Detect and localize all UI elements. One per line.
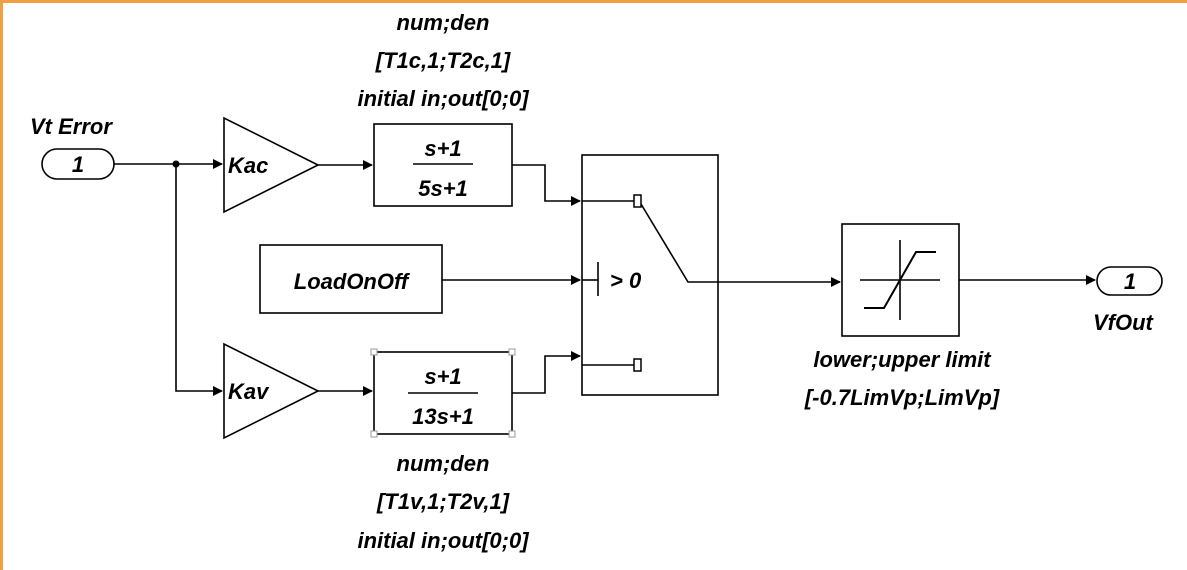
transfer-fcn-ac-block[interactable]: s+1 5s+1 — [373, 123, 513, 207]
tf-ac-parameters: num;den [T1c,1;T2c,1] initial in;out[0;0… — [357, 10, 529, 111]
switch-block[interactable]: > 0 — [581, 154, 719, 396]
transfer-fcn-av-block[interactable]: s+1 13s+1 — [370, 348, 516, 438]
gain-kav-block[interactable]: Kav — [223, 342, 320, 440]
saturation-parameters: lower;upper limit [-0.7LimVp;LimVp] — [804, 347, 1000, 410]
inport-number: 1 — [72, 152, 84, 177]
tf-av-denominator: 13s+1 — [412, 404, 474, 429]
inport-label: Vt Error — [30, 114, 113, 139]
tf-av-param-line: num;den — [397, 451, 490, 476]
outport-label: VfOut — [1093, 310, 1155, 335]
tf-ac-param-line: [T1c,1;T2c,1] — [375, 48, 511, 73]
outport-block[interactable]: 1 — [1096, 266, 1163, 296]
saturation-param-line: lower;upper limit — [813, 347, 992, 372]
inport-block[interactable]: 1 — [41, 148, 115, 180]
outport-number: 1 — [1124, 269, 1136, 294]
gain-kav-label: Kav — [228, 379, 270, 404]
tf-ac-param-line: initial in;out[0;0] — [357, 86, 529, 111]
saturation-param-line: [-0.7LimVp;LimVp] — [804, 385, 1000, 410]
tf-av-numerator: s+1 — [424, 364, 461, 389]
tf-av-param-line: initial in;out[0;0] — [357, 528, 529, 553]
gain-kac-label: Kac — [228, 153, 268, 178]
saturation-block[interactable] — [841, 223, 960, 337]
tf-ac-numerator: s+1 — [424, 136, 461, 161]
gain-kac-block[interactable]: Kac — [223, 116, 320, 214]
tf-av-parameters: num;den [T1v,1;T2v,1] initial in;out[0;0… — [357, 451, 529, 553]
tf-ac-param-line: num;den — [397, 10, 490, 35]
tf-ac-denominator: 5s+1 — [418, 176, 468, 201]
tf-av-param-line: [T1v,1;T2v,1] — [376, 489, 510, 514]
switch-threshold-label: > 0 — [610, 268, 642, 293]
constant-loadonoff-block[interactable]: LoadOnOff — [259, 244, 443, 314]
signal-lines — [114, 159, 1096, 396]
constant-label: LoadOnOff — [294, 269, 411, 294]
